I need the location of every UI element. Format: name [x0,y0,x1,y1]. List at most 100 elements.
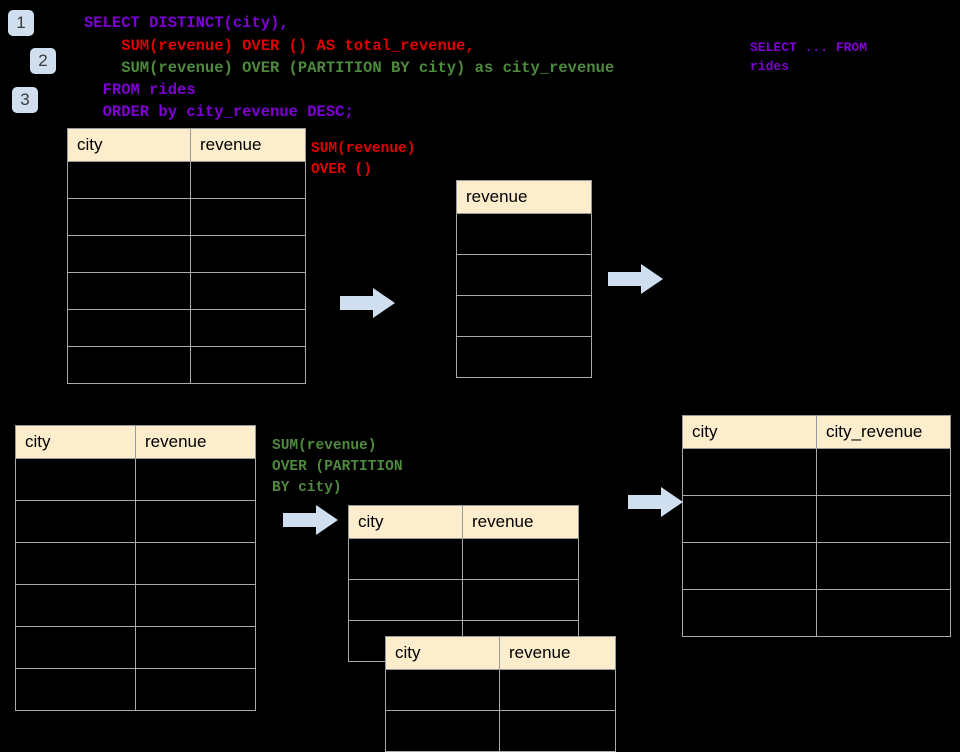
cell-city [15,626,136,669]
column-header-revenue: revenue [462,505,579,539]
table-row [15,458,256,501]
cell-city [15,542,136,585]
arrow-head [641,264,663,294]
table-row [67,309,306,347]
table-row [348,579,579,621]
table-row [456,213,592,255]
table-header-row: city city_revenue [682,415,951,449]
cell-revenue [462,538,579,580]
table-row [348,538,579,580]
cell-revenue [456,336,592,378]
sql-line-sum-over-empty: SUM(revenue) OVER () AS total_revenue, [84,37,475,55]
table-row [682,589,951,637]
cell-city [348,538,463,580]
cell-revenue [135,458,256,501]
final-result-table: city city_revenue [682,415,951,637]
cell-city [385,710,500,752]
column-header-revenue: revenue [135,425,256,459]
cell-city [67,346,191,384]
arrow-partition-to-result [628,487,684,517]
table-header-row: city revenue [15,425,256,459]
table-row [67,272,306,310]
column-header-city: city [385,636,500,670]
cell-revenue [456,213,592,255]
column-header-city: city [682,415,817,449]
table-row [682,448,951,496]
rides-source-table-top: city revenue [67,128,306,384]
cell-revenue [190,309,306,347]
cell-city [67,309,191,347]
sql-line-select-distinct: SELECT DISTINCT(city), [84,14,289,32]
cell-revenue [190,235,306,273]
table-row [67,346,306,384]
arrow-total-to-result [608,264,664,294]
table-row [15,584,256,627]
sql-line-from: FROM rides [84,81,196,99]
cell-revenue [190,346,306,384]
table-row [15,668,256,711]
arrow-shaft [283,513,317,527]
arrow-shaft [608,272,642,286]
column-header-city: city [67,128,191,162]
cell-city-revenue [816,448,951,496]
table-row [15,500,256,543]
cell-city [67,198,191,236]
cell-city [682,589,817,637]
cell-city [15,584,136,627]
table-header-row: city revenue [67,128,306,162]
cell-revenue [135,542,256,585]
rides-source-table-bottom: city revenue [15,425,256,711]
cell-revenue [135,626,256,669]
table-row [682,495,951,543]
cell-revenue [456,254,592,296]
table-row [385,710,616,752]
step-badge-3: 3 [12,87,38,113]
table-header-row: revenue [456,180,592,214]
arrow-source-to-total [340,288,396,318]
column-header-city: city [348,505,463,539]
arrow-head [373,288,395,318]
cell-revenue [462,579,579,621]
table-row [67,161,306,199]
table-row [67,198,306,236]
partition-group-table-front: city revenue [385,636,616,752]
cell-city [348,579,463,621]
table-row [385,669,616,711]
cell-city [15,668,136,711]
step-badge-2: 2 [30,48,56,74]
arrow-source-to-partition [283,505,339,535]
cell-city-revenue [816,589,951,637]
cell-city [682,542,817,590]
annotation-sum-over-partition: SUM(revenue) OVER (PARTITION BY city) [272,438,403,496]
cell-revenue [499,710,616,752]
cell-revenue [190,272,306,310]
cell-city [682,495,817,543]
arrow-shaft [628,495,662,509]
cell-revenue [135,584,256,627]
column-header-revenue: revenue [456,180,592,214]
sql-line-sum-over-partition: SUM(revenue) OVER (PARTITION BY city) as… [84,59,615,77]
cell-city [15,458,136,501]
cell-city [67,235,191,273]
table-row [67,235,306,273]
table-header-row: city revenue [348,505,579,539]
table-row [15,542,256,585]
cell-revenue [135,668,256,711]
cell-city-revenue [816,542,951,590]
cell-city [682,448,817,496]
table-row [456,336,592,378]
table-row [456,295,592,337]
annotation-select-from-rides: SELECT ... FROM rides [750,40,868,74]
cell-revenue [190,198,306,236]
column-header-revenue: revenue [499,636,616,670]
step-badge-1: 1 [8,10,34,36]
cell-city [67,272,191,310]
cell-city [15,500,136,543]
cell-revenue [499,669,616,711]
annotation-sum-over-empty: SUM(revenue) OVER () [311,141,416,178]
column-header-city: city [15,425,136,459]
arrow-shaft [340,296,374,310]
column-header-revenue: revenue [190,128,306,162]
column-header-city-revenue: city_revenue [816,415,951,449]
arrow-head [316,505,338,535]
